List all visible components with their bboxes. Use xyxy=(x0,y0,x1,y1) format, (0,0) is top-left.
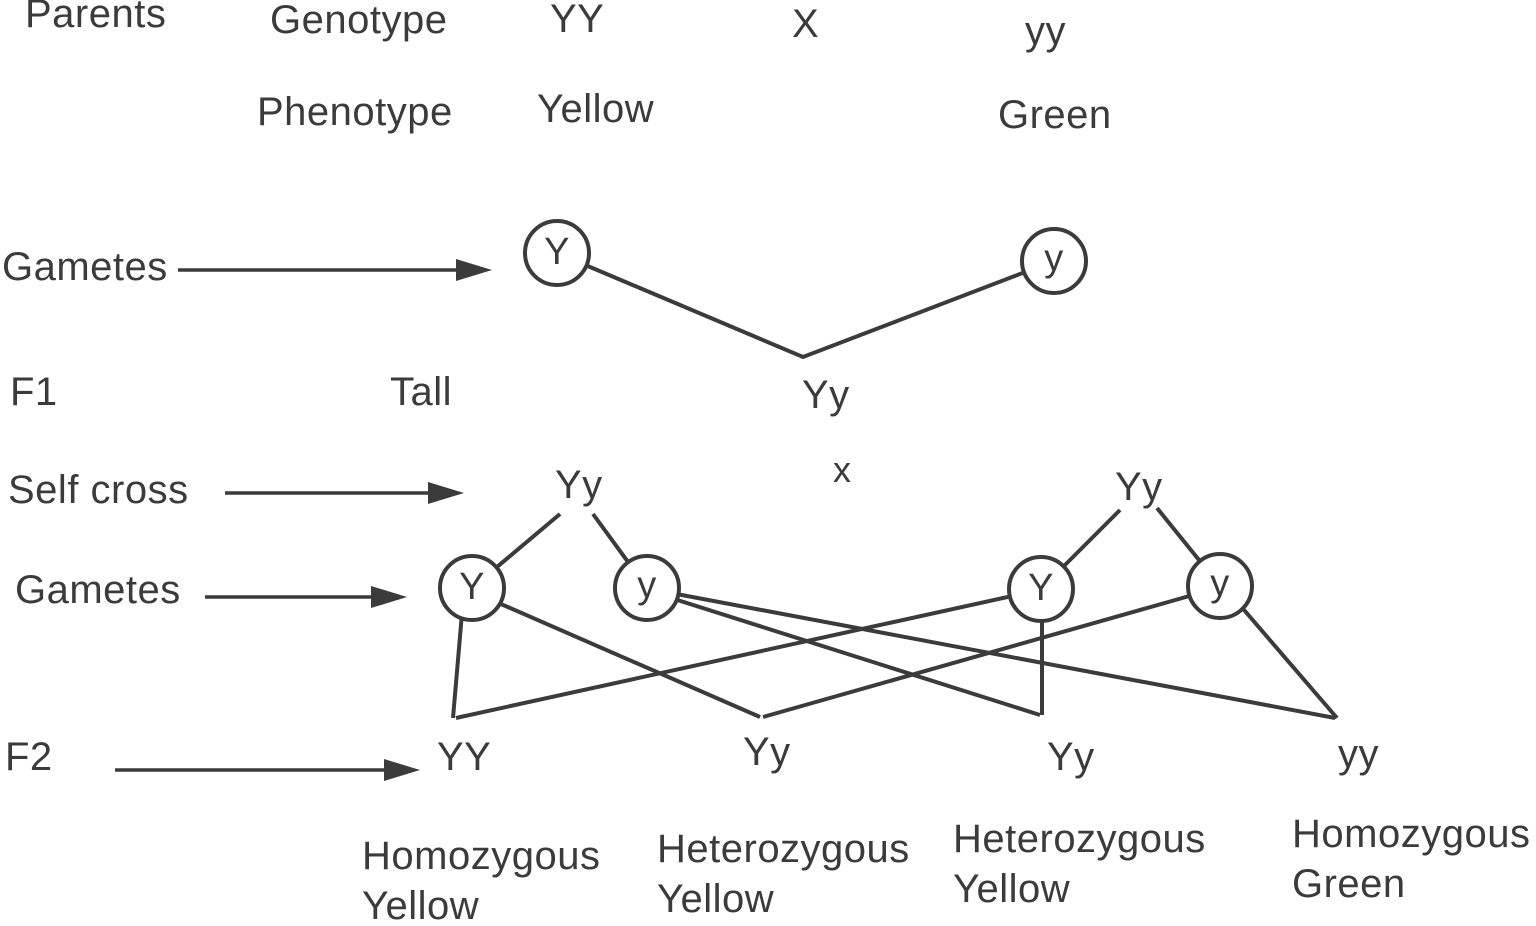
f2-phenotype-3-line1: Heterozygous xyxy=(953,817,1206,861)
f2-phenotype-3: Heterozygous Yellow xyxy=(953,814,1206,914)
gamete-circle-f1-y-right xyxy=(1186,552,1254,620)
gamete-letter-f1-Y-left: Y xyxy=(459,566,485,609)
gametes-label: Gametes xyxy=(2,245,168,289)
f2-phenotype-4-line2: Green xyxy=(1292,862,1406,906)
line-Y1-to-Yy2 xyxy=(477,592,761,719)
genotype-label: Genotype xyxy=(270,0,448,42)
f2-phenotype-2-line2: Yellow xyxy=(657,877,775,921)
f2-phenotype-4: Homozygous Green xyxy=(1292,809,1530,909)
gamete-letter-p2-y: y xyxy=(1044,237,1064,280)
f2-phenotype-4-line1: Homozygous xyxy=(1292,812,1531,856)
f2-phenotype-1-line1: Homozygous xyxy=(362,834,601,878)
parents-label: Parents xyxy=(25,0,167,36)
gamete-circle-p1-Y xyxy=(523,219,591,287)
f2-phenotype-2-line1: Heterozygous xyxy=(657,827,910,871)
gametes2-label: Gametes xyxy=(15,568,181,612)
f2-phenotype-3-line2: Yellow xyxy=(953,867,1071,911)
f1-phenotype: Tall xyxy=(390,370,453,414)
phenotype-label: Phenotype xyxy=(257,90,453,134)
parent1-phenotype: Yellow xyxy=(537,87,655,131)
gamete-letter-f1-y-right: y xyxy=(1210,562,1230,605)
f1-fusion-lines xyxy=(556,251,1055,360)
cross-symbol: X xyxy=(792,2,820,46)
f2-genotype-1: YY xyxy=(437,735,492,779)
gamete-letter-f1-y-left: y xyxy=(637,564,657,607)
f1-label: F1 xyxy=(10,370,58,414)
f1-genotype: Yy xyxy=(802,373,850,417)
gamete-circle-f1-y-left xyxy=(613,554,681,622)
gamete-letter-p1-Y: Y xyxy=(544,231,570,274)
self-cross-label: Self cross xyxy=(8,468,189,512)
f2-genotype-4: yy xyxy=(1338,732,1379,776)
f2-arrow xyxy=(115,759,420,781)
self-parent1-genotype: Yy xyxy=(555,463,603,507)
f2-genotype-2: Yy xyxy=(743,730,791,774)
f2-label: F2 xyxy=(5,735,53,779)
gametes-arrow xyxy=(178,259,492,281)
f2-phenotype-1: Homozygous Yellow xyxy=(362,831,600,926)
parent2-genotype: yy xyxy=(1025,9,1066,53)
parent1-genotype: YY xyxy=(550,0,605,41)
f2-genotype-3: Yy xyxy=(1047,735,1095,779)
self-cross-symbol: x xyxy=(833,449,852,490)
f2-phenotype-2: Heterozygous Yellow xyxy=(657,824,910,924)
line-y2-to-yy xyxy=(1224,587,1339,720)
line-y2-to-Yy2 xyxy=(762,587,1215,719)
line-Y2-to-YY xyxy=(455,589,1036,720)
self-cross-arrow xyxy=(225,482,464,504)
gamete-circle-p2-y xyxy=(1020,227,1088,295)
gamete-circle-f1-Y-right xyxy=(1007,555,1075,623)
gamete-letter-f1-Y-right: Y xyxy=(1028,567,1054,610)
line-y1-to-Yy3 xyxy=(648,589,1041,717)
gametes2-arrow xyxy=(205,586,407,608)
self-parent2-genotype: Yy xyxy=(1115,465,1163,509)
f2-phenotype-1-line2: Yellow xyxy=(362,884,480,926)
gamete-circle-f1-Y-left xyxy=(438,554,506,622)
parent2-phenotype: Green xyxy=(998,93,1112,137)
